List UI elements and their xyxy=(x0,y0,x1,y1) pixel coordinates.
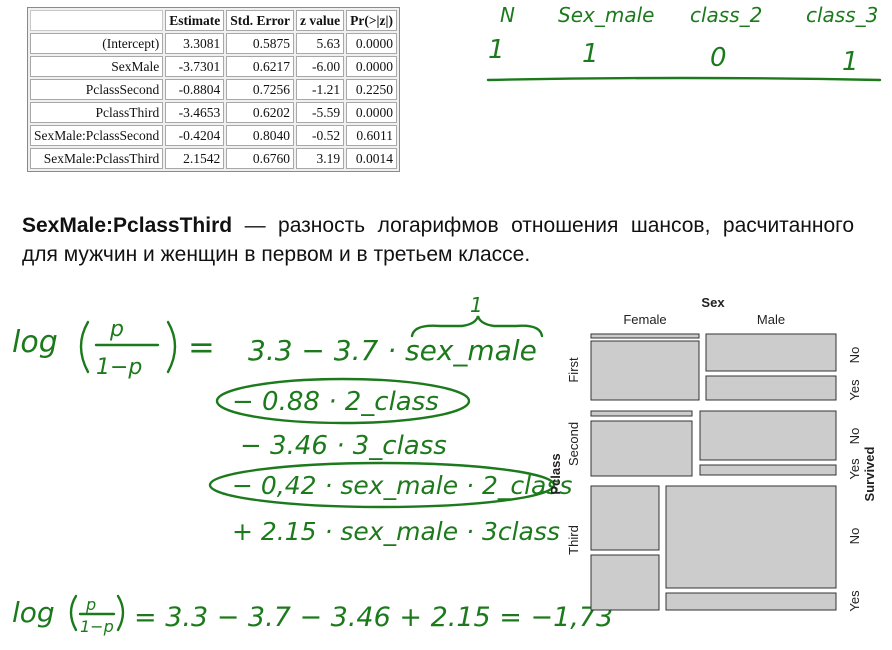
table-row: (Intercept) 3.3081 0.5875 5.63 0.0000 xyxy=(30,33,397,54)
table-cell: 0.0000 xyxy=(346,56,397,77)
table-header-cell xyxy=(30,10,164,31)
handwritten-header-class-2: class_2 xyxy=(690,3,762,27)
mosaic-top-label-female: Female xyxy=(623,312,666,327)
table-cell: 0.2250 xyxy=(346,79,397,100)
mosaic-right-label: No xyxy=(847,528,862,545)
mosaic-tile-third-male-no xyxy=(665,485,837,589)
mosaic-left-label-first: First xyxy=(566,357,581,383)
mosaic-tile-second-male-no xyxy=(699,410,837,461)
explanation-term: SexMale:PclassThird xyxy=(22,214,233,237)
coefficients-table: Estimate Std. Error z value Pr(>|z|) (In… xyxy=(27,7,400,172)
mosaic-tile-third-female-yes xyxy=(590,554,660,611)
table-cell: -6.00 xyxy=(295,56,345,77)
mosaic-left-label-third: Third xyxy=(566,525,581,555)
table-header-row: Estimate Std. Error z value Pr(>|z|) xyxy=(30,10,397,31)
mosaic-tile-third-male-yes xyxy=(665,592,837,611)
handwritten-value-class-2: 0 xyxy=(710,43,727,73)
mosaic-right-label: No xyxy=(847,428,862,445)
handwritten-header-sex-male: Sex_male xyxy=(558,3,654,27)
table-cell: 0.0014 xyxy=(346,148,397,169)
table-row: PclassThird -3.4653 0.6202 -5.59 0.0000 xyxy=(30,102,397,123)
table-row: SexMale -3.7301 0.6217 -6.00 0.0000 xyxy=(30,56,397,77)
mosaic-right-label: Yes xyxy=(847,379,862,401)
table-cell: 3.3081 xyxy=(165,33,225,54)
table-cell: 0.8040 xyxy=(226,125,294,146)
handwritten-underline xyxy=(486,76,882,82)
mosaic-tile-second-female-yes xyxy=(590,420,693,477)
explanation-text: SexMale:PclassThird — разность логарифмо… xyxy=(22,211,854,269)
table-cell: 0.6760 xyxy=(226,148,294,169)
table-cell: -3.4653 xyxy=(165,102,225,123)
table-header-cell: Estimate xyxy=(165,10,225,31)
mosaic-right-title: Survived xyxy=(862,446,877,501)
table-header-cell: Std. Error xyxy=(226,10,294,31)
handwritten-value-n: 1 xyxy=(488,35,505,65)
row-label: PclassThird xyxy=(30,102,164,123)
mosaic-left-label-second: Second xyxy=(566,422,581,466)
table-cell: 0.6011 xyxy=(346,125,397,146)
table-cell: 0.6202 xyxy=(226,102,294,123)
mosaic-tile-second-male-yes xyxy=(699,464,837,476)
mosaic-tile-third-female-no xyxy=(590,485,660,551)
mosaic-right-label: Yes xyxy=(847,590,862,612)
mosaic-right-label: No xyxy=(847,347,862,364)
table-header-cell: z value xyxy=(295,10,345,31)
table-cell: 0.0000 xyxy=(346,102,397,123)
table-cell: -0.52 xyxy=(295,125,345,146)
table-cell: 5.63 xyxy=(295,33,345,54)
handwritten-example-table: N Sex_male class_2 class_3 1 1 0 1 xyxy=(486,3,882,82)
row-label: SexMale:PclassSecond xyxy=(30,125,164,146)
mosaic-tile-second-female-no xyxy=(590,410,693,417)
table-cell: -3.7301 xyxy=(165,56,225,77)
table-cell: 0.5875 xyxy=(226,33,294,54)
table-row: PclassSecond -0.8804 0.7256 -1.21 0.2250 xyxy=(30,79,397,100)
mosaic-top-label-male: Male xyxy=(757,312,785,327)
handwritten-header-n: N xyxy=(500,3,515,27)
mosaic-top-title: Sex xyxy=(701,295,725,310)
handwritten-value-sex-male: 1 xyxy=(582,39,599,69)
handwritten-value-class-3: 1 xyxy=(842,47,859,77)
table-row: SexMale:PclassSecond -0.4204 0.8040 -0.5… xyxy=(30,125,397,146)
table-cell: -0.8804 xyxy=(165,79,225,100)
mosaic-tile-first-male-no xyxy=(705,333,837,372)
table-cell: 3.19 xyxy=(295,148,345,169)
table-cell: 0.0000 xyxy=(346,33,397,54)
mosaic-right-label: Yes xyxy=(847,458,862,480)
table-cell: -0.4204 xyxy=(165,125,225,146)
row-label: SexMale xyxy=(30,56,164,77)
mosaic-tile-first-male-yes xyxy=(705,375,837,401)
table-cell: -1.21 xyxy=(295,79,345,100)
mosaic-tile-first-female-no xyxy=(590,333,700,339)
mosaic-tile-first-female-yes xyxy=(590,340,700,401)
row-label: (Intercept) xyxy=(30,33,164,54)
row-label: SexMale:PclassThird xyxy=(30,148,164,169)
table-cell: 0.6217 xyxy=(226,56,294,77)
table-cell: -5.59 xyxy=(295,102,345,123)
table-header-cell: Pr(>|z|) xyxy=(346,10,397,31)
table-cell: 0.7256 xyxy=(226,79,294,100)
explanation-body: — разность логарифмов отношения шансов, … xyxy=(22,214,854,266)
handwritten-header-class-3: class_3 xyxy=(806,3,878,27)
row-label: PclassSecond xyxy=(30,79,164,100)
mosaic-left-title: Pclass xyxy=(548,453,563,494)
table-row: SexMale:PclassThird 2.1542 0.6760 3.19 0… xyxy=(30,148,397,169)
table-cell: 2.1542 xyxy=(165,148,225,169)
